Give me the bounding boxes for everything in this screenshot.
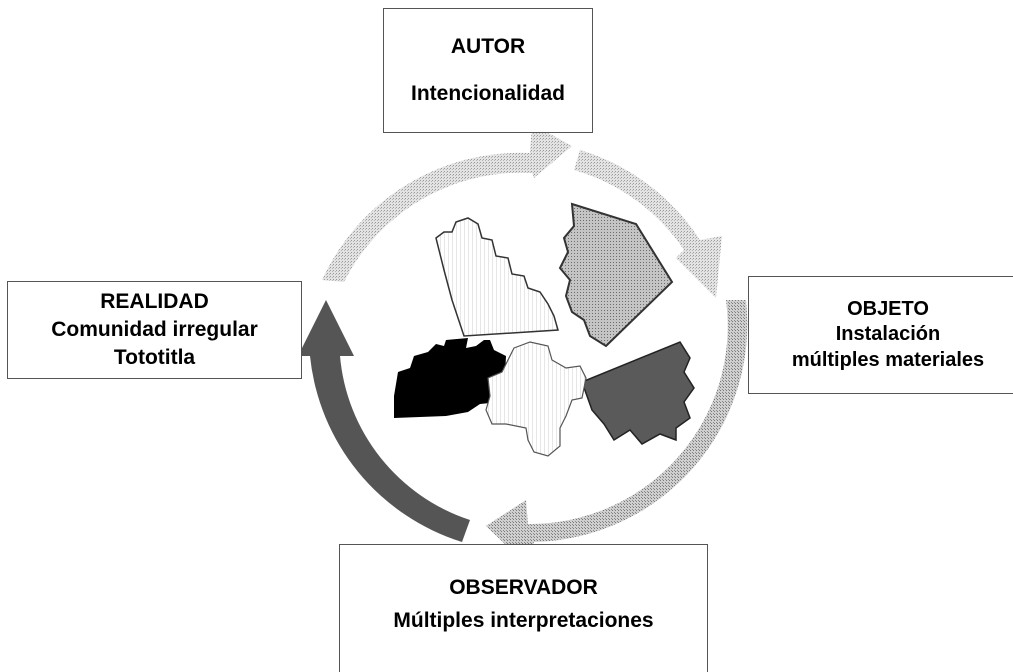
puzzle-piece-dark-right <box>581 341 695 445</box>
box-realidad: REALIDAD Comunidad irregular Tototitla <box>7 281 302 379</box>
puzzle-piece-white-top <box>435 217 559 337</box>
realidad-title: REALIDAD <box>100 290 209 314</box>
cycle-arrow-autor-to-objeto <box>574 150 722 298</box>
cycle-arrow-objeto-to-observador <box>486 300 748 566</box>
observador-title: OBSERVADOR <box>449 575 598 599</box>
realidad-line2: Tototitla <box>113 345 196 369</box>
objeto-title: OBJETO <box>847 297 929 320</box>
observador-subtitle: Múltiples interpretaciones <box>393 608 654 632</box>
puzzle-piece-black-left <box>394 338 506 418</box>
box-objeto: OBJETO Instalación múltiples materiales <box>748 276 1013 394</box>
realidad-line1: Comunidad irregular <box>51 318 258 342</box>
autor-subtitle: Intencionalidad <box>410 81 565 105</box>
puzzle-piece-white-center <box>485 341 587 457</box>
autor-title: AUTOR <box>450 35 526 59</box>
objeto-line2: múltiples materiales <box>791 348 985 371</box>
cycle-arrow-observador-to-realidad <box>298 300 470 542</box>
box-observador: OBSERVADOR Múltiples interpretaciones <box>339 544 708 672</box>
cycle-arrow-realidad-to-autor <box>322 124 572 282</box>
puzzle-piece-gray-top <box>558 202 674 348</box>
box-autor: AUTOR Intencionalidad <box>383 8 593 133</box>
objeto-line1: Instalación <box>835 323 941 346</box>
